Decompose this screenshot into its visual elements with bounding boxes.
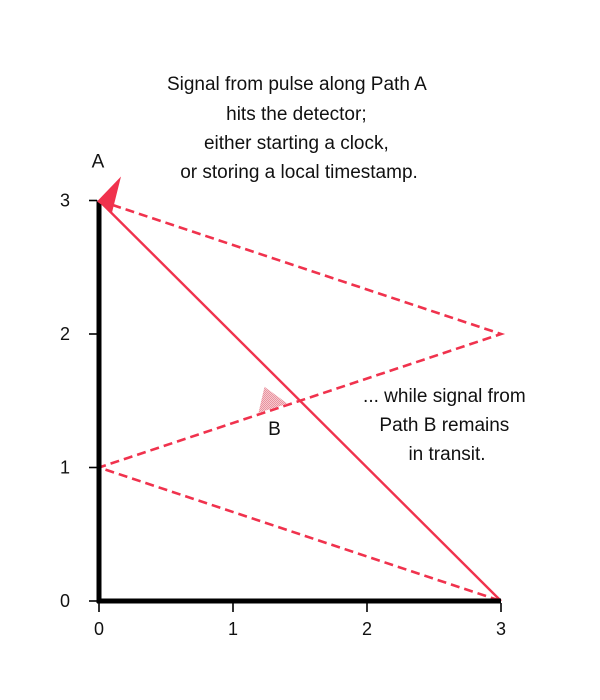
top-annotation-line-1: Signal from pulse along Path A: [167, 74, 427, 95]
y-tick-label: 2: [60, 324, 70, 344]
path-layer: [94, 199, 506, 603]
x-tick-label: 3: [496, 619, 506, 639]
y-tick-label: 0: [60, 591, 70, 611]
top-annotation-line-2: hits the detector;: [226, 104, 366, 125]
right-annotation-line-1: ... while signal from: [363, 386, 526, 407]
top-annotation: Signal from pulse along Path A hits the …: [167, 74, 431, 183]
marker-b-triangle-arrow-icon: [258, 386, 288, 413]
y-tick-label: 1: [60, 458, 70, 478]
top-annotation-line-3: either starting a clock,: [204, 133, 389, 154]
right-annotation-line-3: in transit.: [408, 444, 485, 465]
x-tick-label: 1: [228, 619, 238, 639]
marker-a-triangle-arrow-icon: [97, 176, 121, 213]
marker-layer: AB: [92, 152, 288, 440]
right-annotation: ... while signal from Path B remains in …: [363, 386, 531, 465]
marker-b-label: B: [268, 419, 281, 440]
top-annotation-line-4: or storing a local timestamp.: [180, 162, 418, 183]
tick-layer: 0 1 2 3 0 1 2 3: [60, 191, 506, 640]
path-a-line: [98, 199, 502, 602]
marker-a-label: A: [92, 152, 105, 173]
x-tick-label: 2: [362, 619, 372, 639]
y-tick-label: 3: [60, 191, 70, 211]
right-annotation-line-2: Path B remains: [379, 415, 509, 436]
x-tick-label: 0: [94, 619, 104, 639]
